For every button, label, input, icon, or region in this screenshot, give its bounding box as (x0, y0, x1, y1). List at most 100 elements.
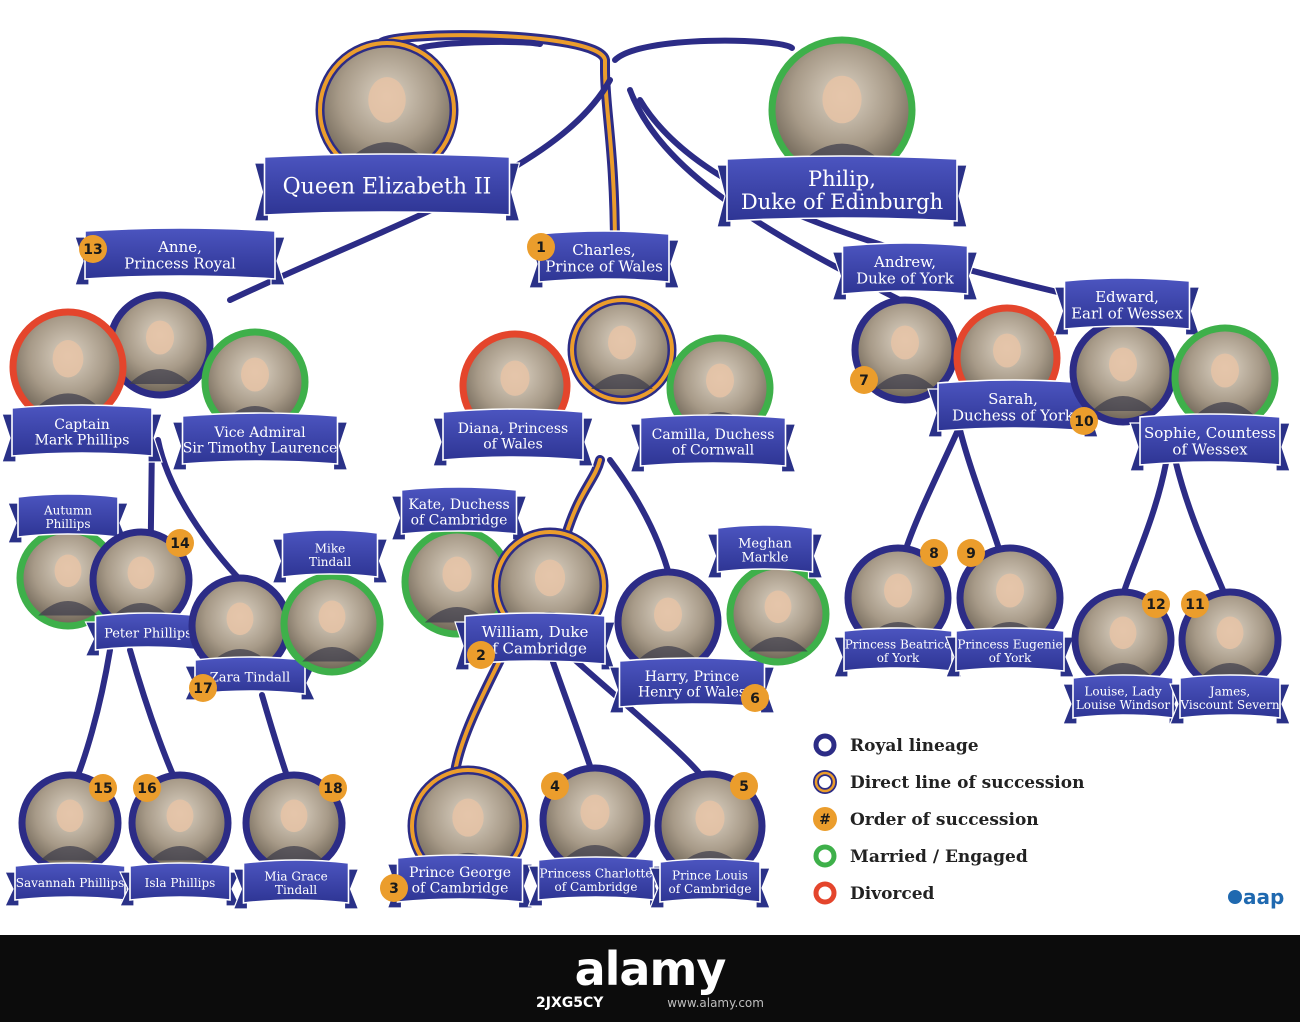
order-number: 18 (323, 781, 342, 797)
portrait-face-icon (996, 573, 1024, 608)
portrait-face-icon (54, 554, 82, 588)
legend-ring-icon (813, 733, 837, 757)
legend-item-divorced: Divorced (813, 881, 935, 905)
person-name: James,Viscount Severn (1179, 685, 1279, 712)
name-banner (841, 242, 969, 295)
portrait-face-icon (226, 602, 254, 636)
credit-text: aap (1243, 885, 1285, 909)
portrait-face-icon (695, 800, 725, 836)
name-banner (955, 627, 1065, 672)
order-number: 16 (137, 781, 156, 797)
watermark-brand: alamy (574, 942, 727, 996)
person-name: Queen Elizabeth II (283, 175, 492, 200)
legend-label: Divorced (850, 884, 935, 904)
person-james: James,Viscount Severn 11 (1169, 588, 1291, 725)
portrait-face-icon (884, 573, 912, 608)
legend-item-lineage: Royal lineage (813, 733, 979, 757)
site-url: www.alamy.com (667, 996, 764, 1010)
order-badge: 7 (850, 366, 878, 394)
order-badge: 18 (319, 774, 347, 802)
name-banner (84, 227, 276, 280)
image-id: 2JXG5CY (536, 995, 604, 1011)
name-banner (1139, 413, 1281, 466)
royal-family-tree: Queen Elizabeth II Philip,Duke of Edinbur… (1, 30, 1291, 910)
legend-ring-icon (813, 881, 837, 905)
person-qe2: Queen Elizabeth II (253, 38, 521, 222)
name-banner (442, 408, 584, 461)
portrait-face-icon (127, 556, 155, 590)
credit-logo: aap (1228, 885, 1284, 909)
legend-item-order: #Order of succession (813, 807, 1039, 831)
name-banner (129, 862, 231, 901)
person-philip: Philip,Duke of Edinburgh (716, 36, 968, 228)
order-badge: 15 (89, 774, 117, 802)
order-number: 11 (1185, 597, 1204, 613)
order-badge: 16 (133, 774, 161, 802)
order-number: 14 (170, 536, 190, 552)
order-number: 17 (193, 681, 212, 697)
aap-logo-icon (1228, 889, 1242, 904)
portrait-face-icon (146, 320, 174, 355)
name-banner (726, 155, 958, 222)
order-badge: 12 (1142, 590, 1170, 618)
legend-order-icon (813, 807, 837, 831)
portrait-face-icon (654, 597, 682, 632)
portrait-face-icon (580, 794, 610, 830)
name-banner (464, 612, 606, 665)
legend-label: Married / Engaged (850, 847, 1028, 867)
name-banner (281, 529, 379, 578)
portrait-face-icon (166, 799, 194, 833)
order-number: 10 (1074, 414, 1094, 430)
portrait-face-icon (993, 333, 1021, 368)
name-banner (396, 854, 524, 903)
order-number: 3 (389, 881, 399, 897)
portrait-face-icon (280, 799, 308, 833)
legend-symbol: # (819, 812, 831, 828)
name-banner (716, 524, 814, 573)
portrait-face-icon (764, 590, 792, 624)
order-number: 8 (929, 546, 939, 562)
portrait-face-icon (452, 798, 484, 837)
portrait-face-icon (822, 75, 862, 124)
order-number: 4 (550, 779, 560, 795)
portrait-face-icon (442, 556, 472, 592)
legend-ring-icon (813, 844, 837, 868)
person-name: Zara Tindall (210, 671, 290, 686)
order-badge: 10 (1070, 407, 1098, 435)
image-id-bar: 2JXG5CY www.alamy.com (0, 995, 1300, 1011)
order-number: 5 (739, 779, 749, 795)
name-banner (659, 858, 761, 903)
order-badge: 1 (527, 233, 555, 261)
order-number: 9 (966, 546, 976, 562)
person-name: Charles,Prince of Wales (545, 241, 663, 276)
order-badge: 6 (741, 684, 769, 712)
order-number: 1 (536, 240, 546, 256)
portrait-face-icon (241, 357, 269, 392)
portrait-face-icon (500, 360, 530, 396)
order-badge: 17 (189, 674, 217, 702)
